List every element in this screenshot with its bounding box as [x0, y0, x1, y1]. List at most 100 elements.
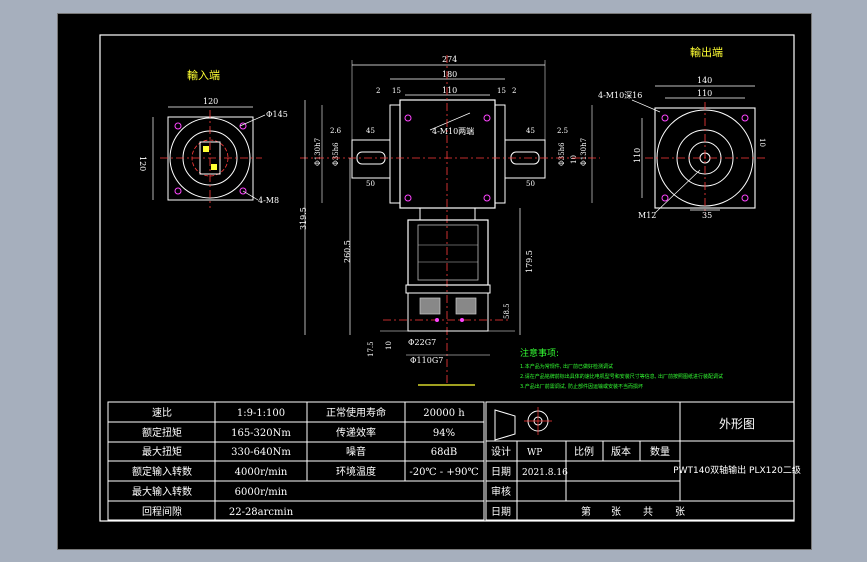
- check-label: 审核: [491, 485, 511, 498]
- dim-58-5: 58.5: [503, 303, 511, 319]
- input-hole-bl: [174, 187, 182, 195]
- output-hole-bl: [661, 194, 669, 202]
- spec-r5-v1: 6000r/min: [235, 487, 288, 498]
- spec-r2-k2: 传递效率: [336, 426, 376, 439]
- spec-r3-v2: 68dB: [431, 447, 457, 458]
- spec-r2-v2: 94%: [433, 428, 455, 439]
- dim-319-5: 319.5: [299, 207, 308, 230]
- dim-2-right: 2: [512, 87, 516, 95]
- date-label: 日期: [491, 466, 511, 478]
- right-shaft: [504, 139, 546, 179]
- output-m12-dim: M12: [638, 211, 656, 220]
- output-hole-br: [741, 194, 749, 202]
- title-block: [485, 401, 795, 521]
- spec-table: [107, 401, 485, 521]
- input-phi-dim: Φ145: [266, 110, 288, 119]
- dim-50-right: 50: [526, 180, 535, 188]
- date2-label: 日期: [491, 506, 511, 518]
- front-holes-dim: 4-M10两端: [432, 126, 474, 136]
- adapter-mark-1: [435, 318, 439, 322]
- sheet-label-1: 第: [581, 505, 591, 518]
- leader-holes-front: [429, 112, 471, 131]
- spec-r6-v1: 22-28arcmin: [229, 507, 294, 518]
- gearbox-flange-left: [389, 104, 401, 204]
- dim-phi130-left: Φ130h7: [314, 138, 322, 166]
- dim-274: 274: [442, 55, 457, 64]
- input-key-mark-1: [203, 146, 209, 152]
- input-view-title: 輸入端: [187, 68, 220, 82]
- input-key-mark-2: [211, 164, 217, 170]
- reducer-inner: [417, 224, 479, 281]
- dim-phi35-left: Φ35h6: [332, 142, 340, 166]
- output-view-title: 輸出端: [690, 45, 723, 59]
- spec-r4-v1: 4000r/min: [235, 467, 288, 478]
- title-block-text: 外形图 PWT140双轴输出 PLX120二级 设计 WP 比例 版本 数量 日…: [491, 417, 801, 518]
- spec-r1-k1: 速比: [152, 407, 172, 419]
- version-label: 版本: [611, 445, 631, 458]
- dim-10-bottom: 10: [385, 341, 393, 350]
- dim-phi110: Φ110G7: [410, 356, 443, 365]
- dim-15-left: 15: [392, 87, 401, 95]
- gearbox-flange-right: [494, 104, 506, 204]
- output-dim-110: 110: [697, 89, 712, 98]
- input-width-dim: 120: [203, 97, 218, 106]
- output-r10-dim: 10: [758, 138, 766, 147]
- left-shaft: [351, 139, 391, 179]
- leader-m8: [242, 190, 259, 201]
- design-value: WP: [527, 448, 542, 458]
- qty-label: 数量: [650, 445, 670, 458]
- output-end-view: 輸出端 140 110 4-M10深16 110 10 M12 35: [598, 45, 766, 220]
- spec-r1-k2: 正常使用寿命: [326, 406, 386, 419]
- spec-r3-k1: 最大扭矩: [142, 445, 182, 458]
- dim-2-6: 2.6: [330, 127, 342, 135]
- dim-50-left: 50: [366, 180, 375, 188]
- spec-r4-k1: 额定输入转数: [132, 465, 192, 478]
- date-value: 2021.8.16: [522, 468, 568, 478]
- adapter-hatch-left: [419, 297, 441, 315]
- leader-out-holes: [631, 99, 661, 113]
- dim-15-right: 15: [497, 87, 506, 95]
- sheet-label-4: 张: [675, 506, 685, 518]
- output-height-dim: 110: [633, 148, 642, 163]
- output-hole-tl: [661, 114, 669, 122]
- input-height-dim: 120: [138, 156, 147, 171]
- dim-phi22: Φ22G7: [408, 338, 436, 347]
- dim-45-left: 45: [366, 127, 375, 135]
- spec-table-text: 速比 1:9-1:100 正常使用寿命 20000 h 额定扭矩 165-320…: [132, 406, 479, 518]
- spec-r4-k2: 环境温度: [336, 465, 376, 478]
- dim-2-left: 2: [376, 87, 380, 95]
- notes-line-2: 2.请在产品铭牌前标出具体的速比电机型号和安装尺寸等信息, 出厂前按照图纸进行装…: [520, 373, 723, 380]
- sheet-label-3: 共: [643, 506, 653, 518]
- planetary-reducer: [407, 219, 489, 286]
- dim-45-right: 45: [526, 127, 535, 135]
- sheet-label-2: 张: [611, 506, 621, 518]
- notes-line-1: 1.本产品为常规件, 出厂前已做好检测调试: [520, 363, 613, 370]
- motor-flange-top: [405, 284, 491, 294]
- spec-r1-v1: 1:9-1:100: [237, 408, 285, 419]
- notes-title: 注意事项:: [520, 347, 559, 359]
- neck-adapter: [419, 207, 476, 221]
- dim-phi35-right: Φ35h6: [558, 142, 566, 166]
- spec-r2-k1: 额定扭矩: [142, 426, 182, 439]
- dim-260-5: 260.5: [343, 240, 352, 263]
- front-hole-4: [483, 194, 491, 202]
- spec-r4-v2: -20℃ - +90℃: [409, 467, 478, 478]
- dim-179-5: 179.5: [525, 250, 534, 273]
- dim-2-5: 2.5: [557, 127, 568, 135]
- input-end-view: 輸入端 120 120 Φ145 4-M8: [138, 68, 288, 208]
- dim-180: 180: [442, 70, 457, 79]
- front-hole-2: [483, 114, 491, 122]
- front-view: 274 180 110 2 15 15 2 4-M10两端 2.6 45 50 …: [299, 55, 600, 386]
- adapter-mark-2: [460, 318, 464, 322]
- spec-r6-k1: 回程间隙: [142, 505, 182, 518]
- spec-r3-v1: 330-640Nm: [231, 447, 291, 458]
- spec-r5-k1: 最大输入转数: [132, 485, 192, 498]
- output-dim-35: 35: [702, 211, 712, 220]
- design-label: 设计: [491, 445, 511, 458]
- dim-10-right: 10: [570, 155, 578, 164]
- leader-phi145: [239, 114, 266, 127]
- leader-m12: [654, 169, 701, 214]
- dim-17-5: 17.5: [367, 341, 375, 357]
- notes-block: 注意事项: 1.本产品为常规件, 出厂前已做好检测调试 2.请在产品铭牌前标出具…: [520, 347, 723, 390]
- inner-border: [99, 34, 795, 522]
